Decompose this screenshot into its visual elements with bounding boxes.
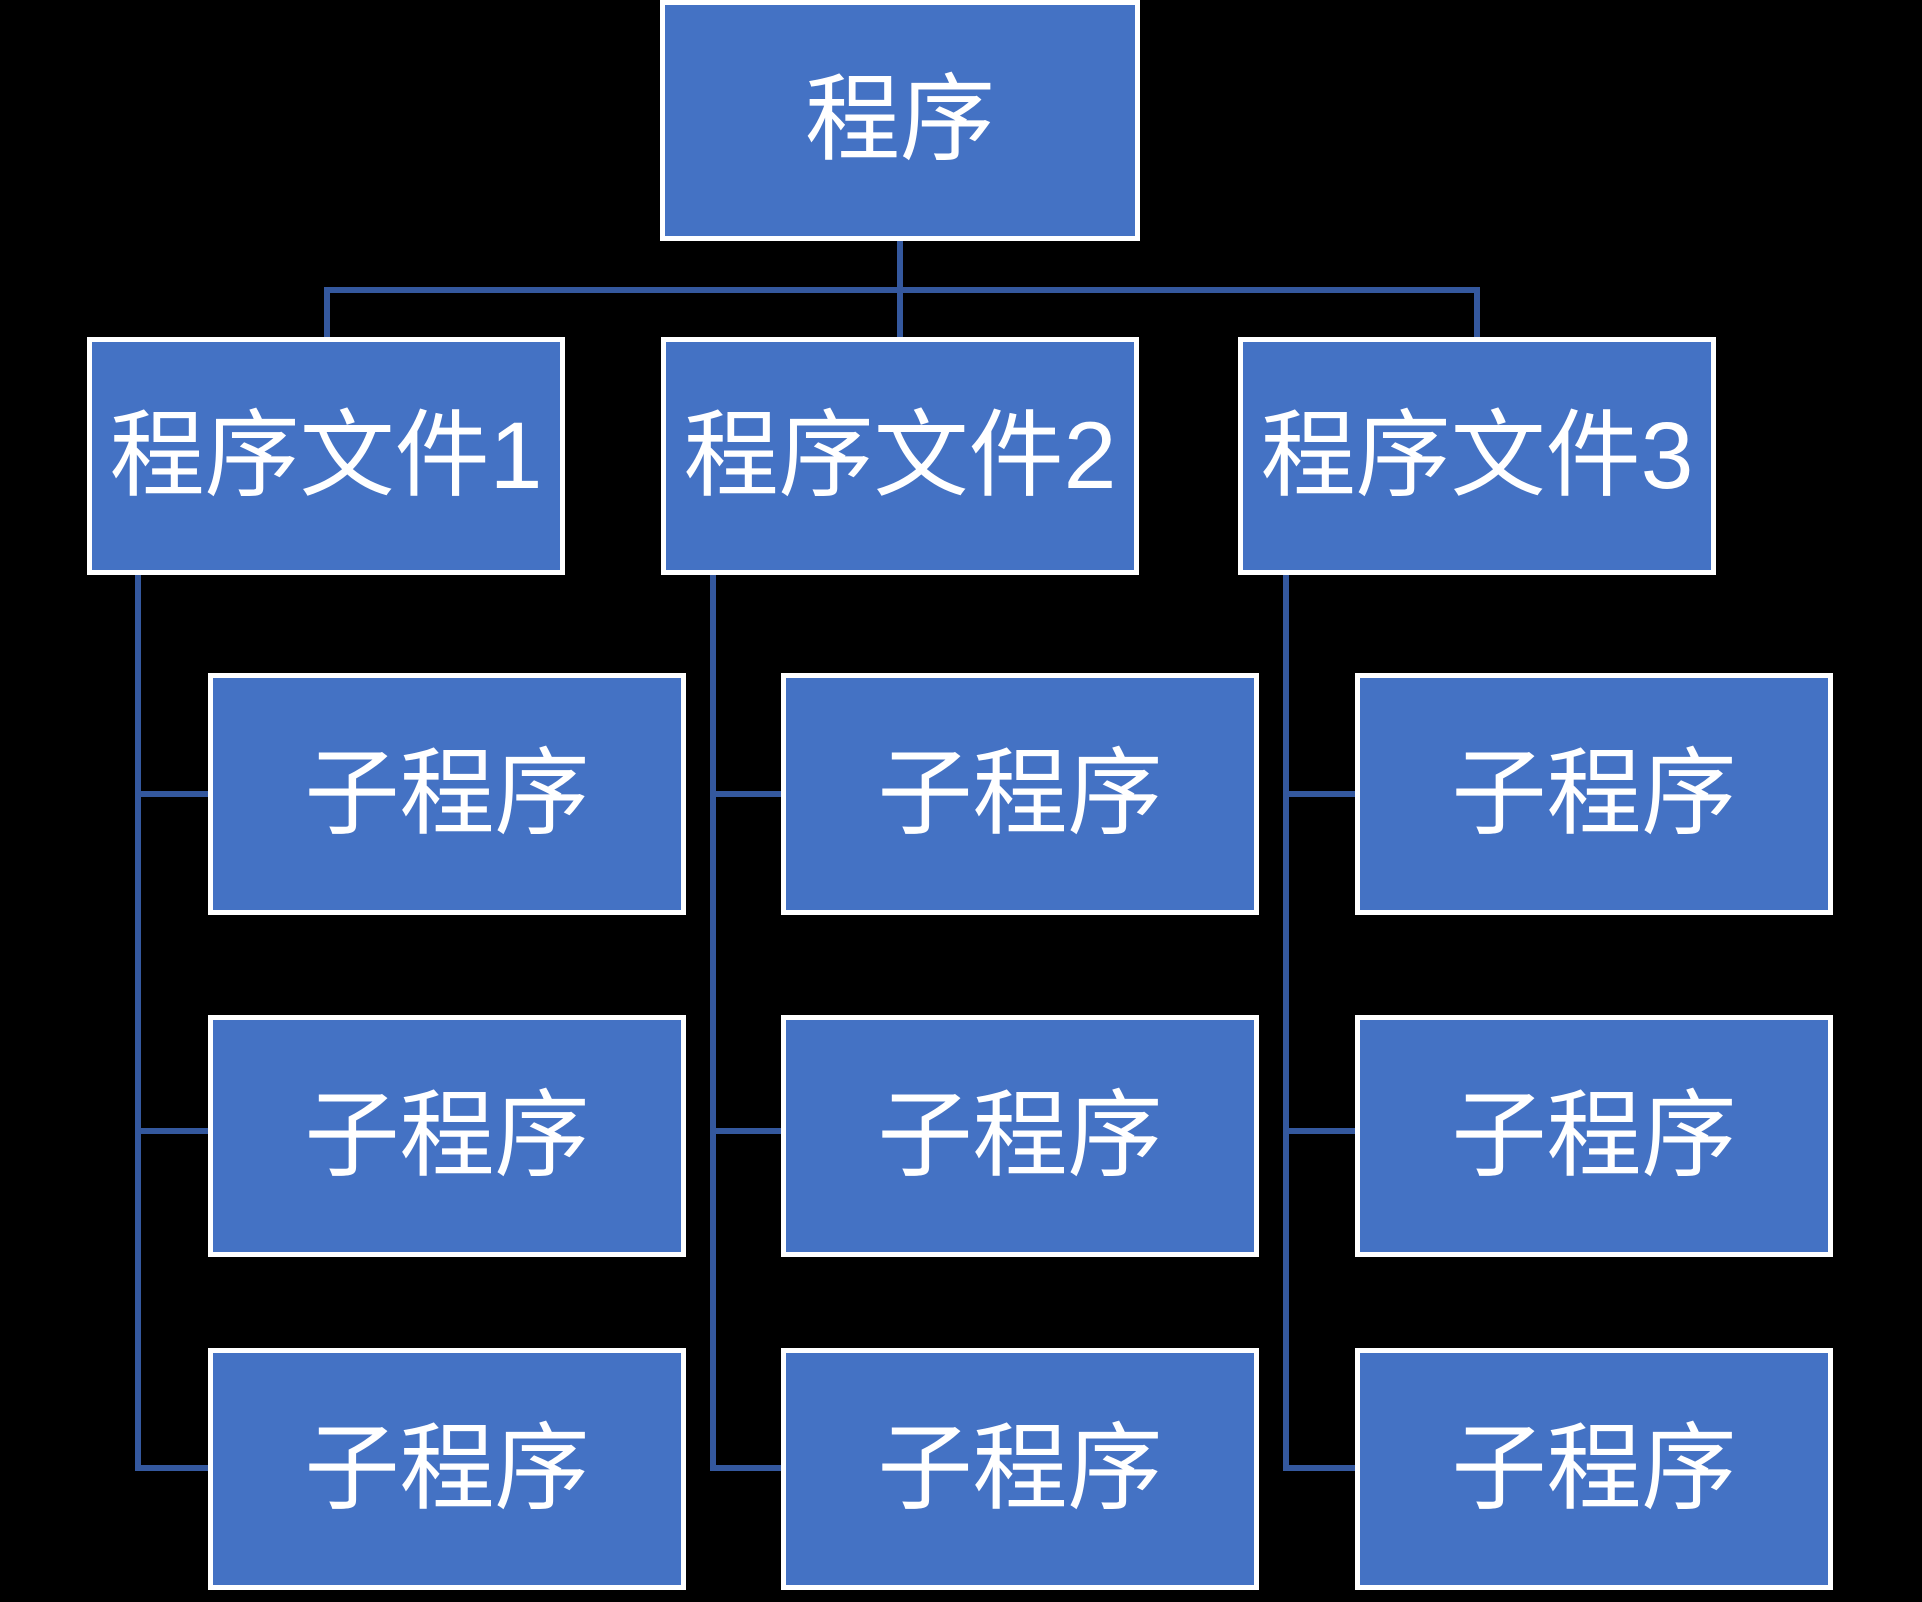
branch-node-program-file-2: 程序文件2: [661, 337, 1139, 575]
connector-sub-1-1-stub: [135, 791, 213, 797]
connector-sub-2-1-stub: [710, 791, 788, 797]
branch-node-program-file-1: 程序文件1: [87, 337, 565, 575]
connector-branch1-trunk: [135, 575, 141, 1471]
sub-node-1-1: 子程序: [208, 673, 686, 915]
connector-branch3-trunk: [1283, 575, 1289, 1471]
connector-sub-2-2-stub: [710, 1128, 788, 1134]
connector-sub-3-1-stub: [1283, 791, 1361, 797]
connector-branch2-trunk: [710, 575, 716, 1471]
sub-node-3-3: 子程序: [1355, 1348, 1833, 1590]
connector-sub-1-3-stub: [135, 1465, 213, 1471]
branch-node-program-file-3: 程序文件3: [1238, 337, 1716, 575]
connector-sub-3-3-stub: [1283, 1465, 1361, 1471]
connector-sub-2-3-stub: [710, 1465, 788, 1471]
connector-sub-3-2-stub: [1283, 1128, 1361, 1134]
root-node-program: 程序: [660, 0, 1140, 241]
sub-node-3-1: 子程序: [1355, 673, 1833, 915]
connector-branch1-stub: [324, 287, 330, 340]
connector-sub-1-2-stub: [135, 1128, 213, 1134]
connector-branch3-stub: [1474, 287, 1480, 340]
sub-node-1-2: 子程序: [208, 1015, 686, 1257]
sub-node-2-2: 子程序: [781, 1015, 1259, 1257]
sub-node-2-1: 子程序: [781, 673, 1259, 915]
sub-node-3-2: 子程序: [1355, 1015, 1833, 1257]
connector-level1-rail: [324, 287, 1480, 293]
sub-node-1-3: 子程序: [208, 1348, 686, 1590]
sub-node-2-3: 子程序: [781, 1348, 1259, 1590]
